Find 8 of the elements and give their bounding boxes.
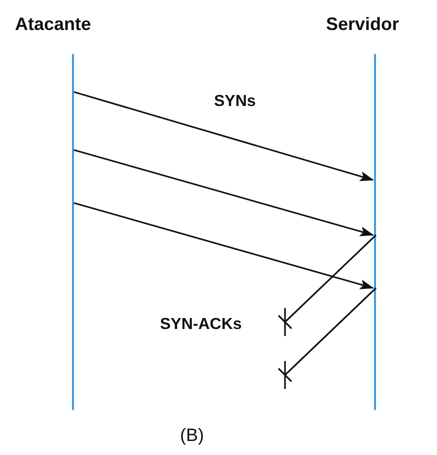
message-arrow (74, 202, 374, 290)
lost-message-line (278, 287, 377, 390)
lifeline-heading: Atacante (15, 14, 92, 35)
caption: (B) (180, 425, 204, 446)
message-arrow (74, 149, 374, 236)
message-arrow (74, 91, 374, 182)
lifeline-heading: Servidor (326, 14, 400, 35)
lost-message-line (278, 234, 377, 337)
